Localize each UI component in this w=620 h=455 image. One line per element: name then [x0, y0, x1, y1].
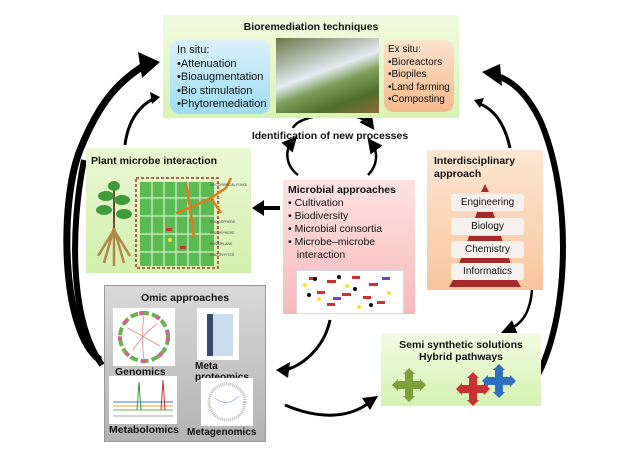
microbial-item: • Microbial consortia	[288, 223, 383, 235]
micro-to-omics-arrow	[284, 319, 332, 372]
interdisciplinary-title-line2: approach	[434, 168, 482, 180]
metagenomics-circle-image	[201, 378, 253, 426]
omic-title: Omic approaches	[140, 292, 230, 304]
in-situ-item: •Bioaugmentation	[177, 71, 264, 83]
semi-synthetic-line2: Hybrid pathways	[418, 351, 504, 363]
in-situ-box: In situ: •Attenuation •Bioaugmentation •…	[170, 40, 270, 114]
plant-label-list: MYCORRHIZAL FUNGI RHIZOSPHERE ENDOSPHERE…	[210, 180, 255, 261]
plant-to-top-arrow	[123, 96, 156, 146]
hybrid-arrows	[392, 364, 516, 406]
microbial-item: • Microbe–microbe	[288, 236, 376, 248]
ex-situ-item: •Land farming	[388, 81, 450, 93]
ident-left-loop	[281, 136, 299, 176]
plant-microbe-panel: Plant microbe interaction	[86, 148, 251, 273]
bioremediation-title: Bioremediation techniques	[243, 21, 379, 33]
in-situ-item: •Bio stimulation	[177, 84, 253, 97]
plant-microbe-title: Plant microbe interaction	[91, 155, 218, 167]
interdisciplinary-title-line1: Interdisciplinary	[434, 155, 516, 167]
ex-situ-item: •Biopiles	[388, 69, 427, 80]
label-mycorrhizal: MYCORRHIZAL FUNGI	[210, 183, 248, 187]
microbe-dots	[303, 275, 391, 309]
microbial-item: • Cultivation	[288, 197, 344, 209]
plant-to-top-arrow-head	[150, 92, 160, 104]
right-outer-arrow-head	[482, 64, 502, 86]
in-situ-item: •Attenuation	[177, 57, 237, 70]
genomics-circos-image	[113, 308, 175, 366]
omics-to-semi-arrow	[284, 400, 371, 417]
level-informatics: Informatics	[451, 263, 524, 280]
metaproteomics-label: Meta proteomics	[195, 361, 249, 383]
inter-to-semi-arrow	[501, 289, 534, 335]
plant-icon	[96, 181, 132, 266]
label-endophytes: ENDOPHYTES	[210, 253, 235, 257]
ex-situ-item: •Composting	[388, 94, 445, 105]
level-engineering: Engineering	[451, 194, 524, 211]
blue-four-way-arrow-icon	[482, 364, 516, 398]
in-situ-heading: In situ:	[177, 44, 210, 56]
right-outer-arrow	[493, 72, 566, 397]
micro-to-plant-arrow-head	[252, 200, 264, 216]
mycorrhizal-fungi	[175, 177, 233, 239]
identification-label: Identification of new processes	[251, 130, 409, 142]
microbial-title: Microbial approaches	[288, 184, 396, 196]
semi-synthetic-panel: Semi synthetic solutions Hybrid pathways	[381, 333, 541, 406]
semi-synthetic-line1: Semi synthetic solutions	[399, 339, 523, 351]
level-biology: Biology	[451, 218, 524, 235]
left-to-omics-arrow	[72, 159, 105, 367]
microbial-item: • Biodiversity	[288, 210, 349, 222]
genomics-label: Genomics	[115, 366, 166, 378]
inter-to-top-arrow	[479, 102, 512, 149]
semi-synthetic-title: Semi synthetic solutions Hybrid pathways	[381, 339, 541, 363]
pyramid	[449, 184, 521, 287]
metabolomics-spectra-image	[109, 376, 177, 424]
in-situ-item: •Phytoremediation	[177, 98, 267, 110]
ident-right-loop	[367, 137, 383, 176]
river-photo	[276, 38, 379, 113]
left-outer-arrow	[63, 60, 150, 363]
metaproteomics-heatmap-image	[197, 308, 239, 360]
ex-situ-box: Ex situ: •Bioreactors •Biopiles •Land fa…	[384, 40, 454, 112]
microbial-item: interaction	[288, 249, 346, 261]
label-rhizoplane: RHIZOPLANE	[210, 242, 233, 246]
ex-situ-item: •Bioreactors	[388, 56, 443, 68]
label-endosphere: ENDOSPHERE	[210, 231, 235, 235]
metagenomics-label: Metagenomics	[187, 427, 257, 438]
label-rhizosphere: RHIZOSPHERE	[210, 220, 236, 224]
interdisciplinary-title: Interdisciplinary approach	[434, 155, 515, 181]
left-outer-arrow-head	[138, 52, 160, 78]
ex-situ-heading: Ex situ:	[388, 44, 421, 55]
inter-to-top-arrow-head	[474, 98, 484, 108]
microbe-interaction-image	[296, 270, 404, 314]
metabolomics-label: Metabolomics	[109, 424, 180, 436]
microbial-list: • Cultivation • Biodiversity • Microbial…	[288, 197, 382, 262]
omic-approaches-panel: Omic approaches Genomics Meta proteomics…	[104, 285, 266, 442]
plant-microbe-illustration	[96, 177, 233, 269]
red-four-way-arrow-icon	[456, 372, 490, 406]
root-cells	[140, 182, 214, 266]
level-chemistry: Chemistry	[451, 241, 524, 258]
micro-to-omics-arrow-head	[276, 362, 290, 378]
interdisciplinary-panel: Interdisciplinary approach Engineering B…	[427, 150, 543, 290]
omics-to-semi-arrow-head	[362, 396, 378, 410]
green-four-way-arrow-icon	[392, 368, 426, 402]
